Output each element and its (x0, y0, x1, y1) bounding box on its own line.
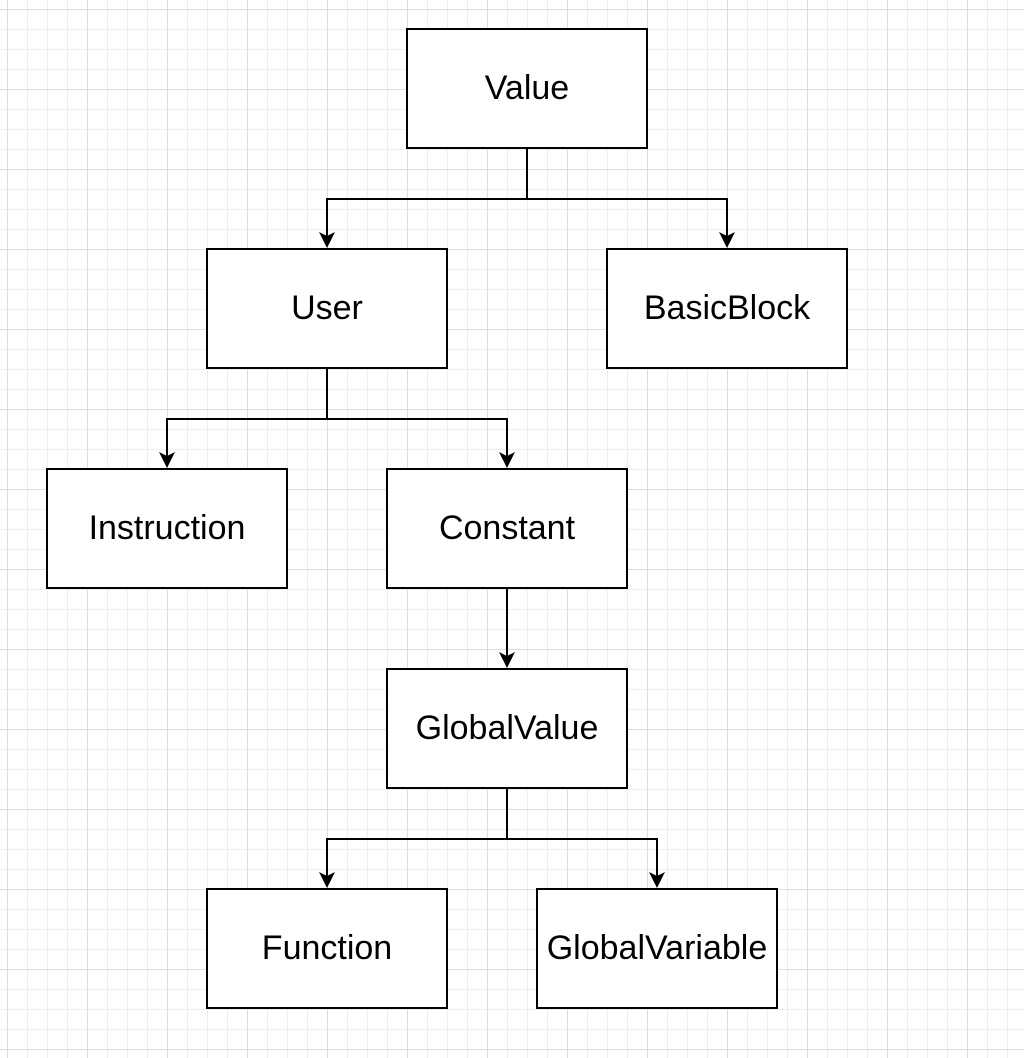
node-function[interactable]: Function (206, 888, 448, 1009)
node-user[interactable]: User (206, 248, 448, 369)
node-instruction[interactable]: Instruction (46, 468, 288, 589)
arrowhead-basicblock (719, 232, 735, 248)
arrowhead-globalvalue (499, 652, 515, 668)
edge-value-user (326, 148, 528, 242)
arrowhead-function (319, 872, 335, 888)
node-value[interactable]: Value (406, 28, 648, 149)
node-basicblock[interactable]: BasicBlock (606, 248, 848, 369)
arrowhead-globalvariable (649, 872, 665, 888)
node-globalvalue[interactable]: GlobalValue (386, 668, 628, 789)
edge-user-instruction (166, 368, 328, 462)
arrowhead-constant (499, 452, 515, 468)
edge-globalvalue-globalvariable (507, 838, 658, 882)
node-constant[interactable]: Constant (386, 468, 628, 589)
edge-globalvalue-function (326, 788, 508, 882)
node-globalvariable[interactable]: GlobalVariable (536, 888, 778, 1009)
arrowhead-instruction (159, 452, 175, 468)
edge-value-basicblock (527, 198, 728, 242)
edge-user-constant (327, 418, 508, 462)
arrowhead-user (319, 232, 335, 248)
